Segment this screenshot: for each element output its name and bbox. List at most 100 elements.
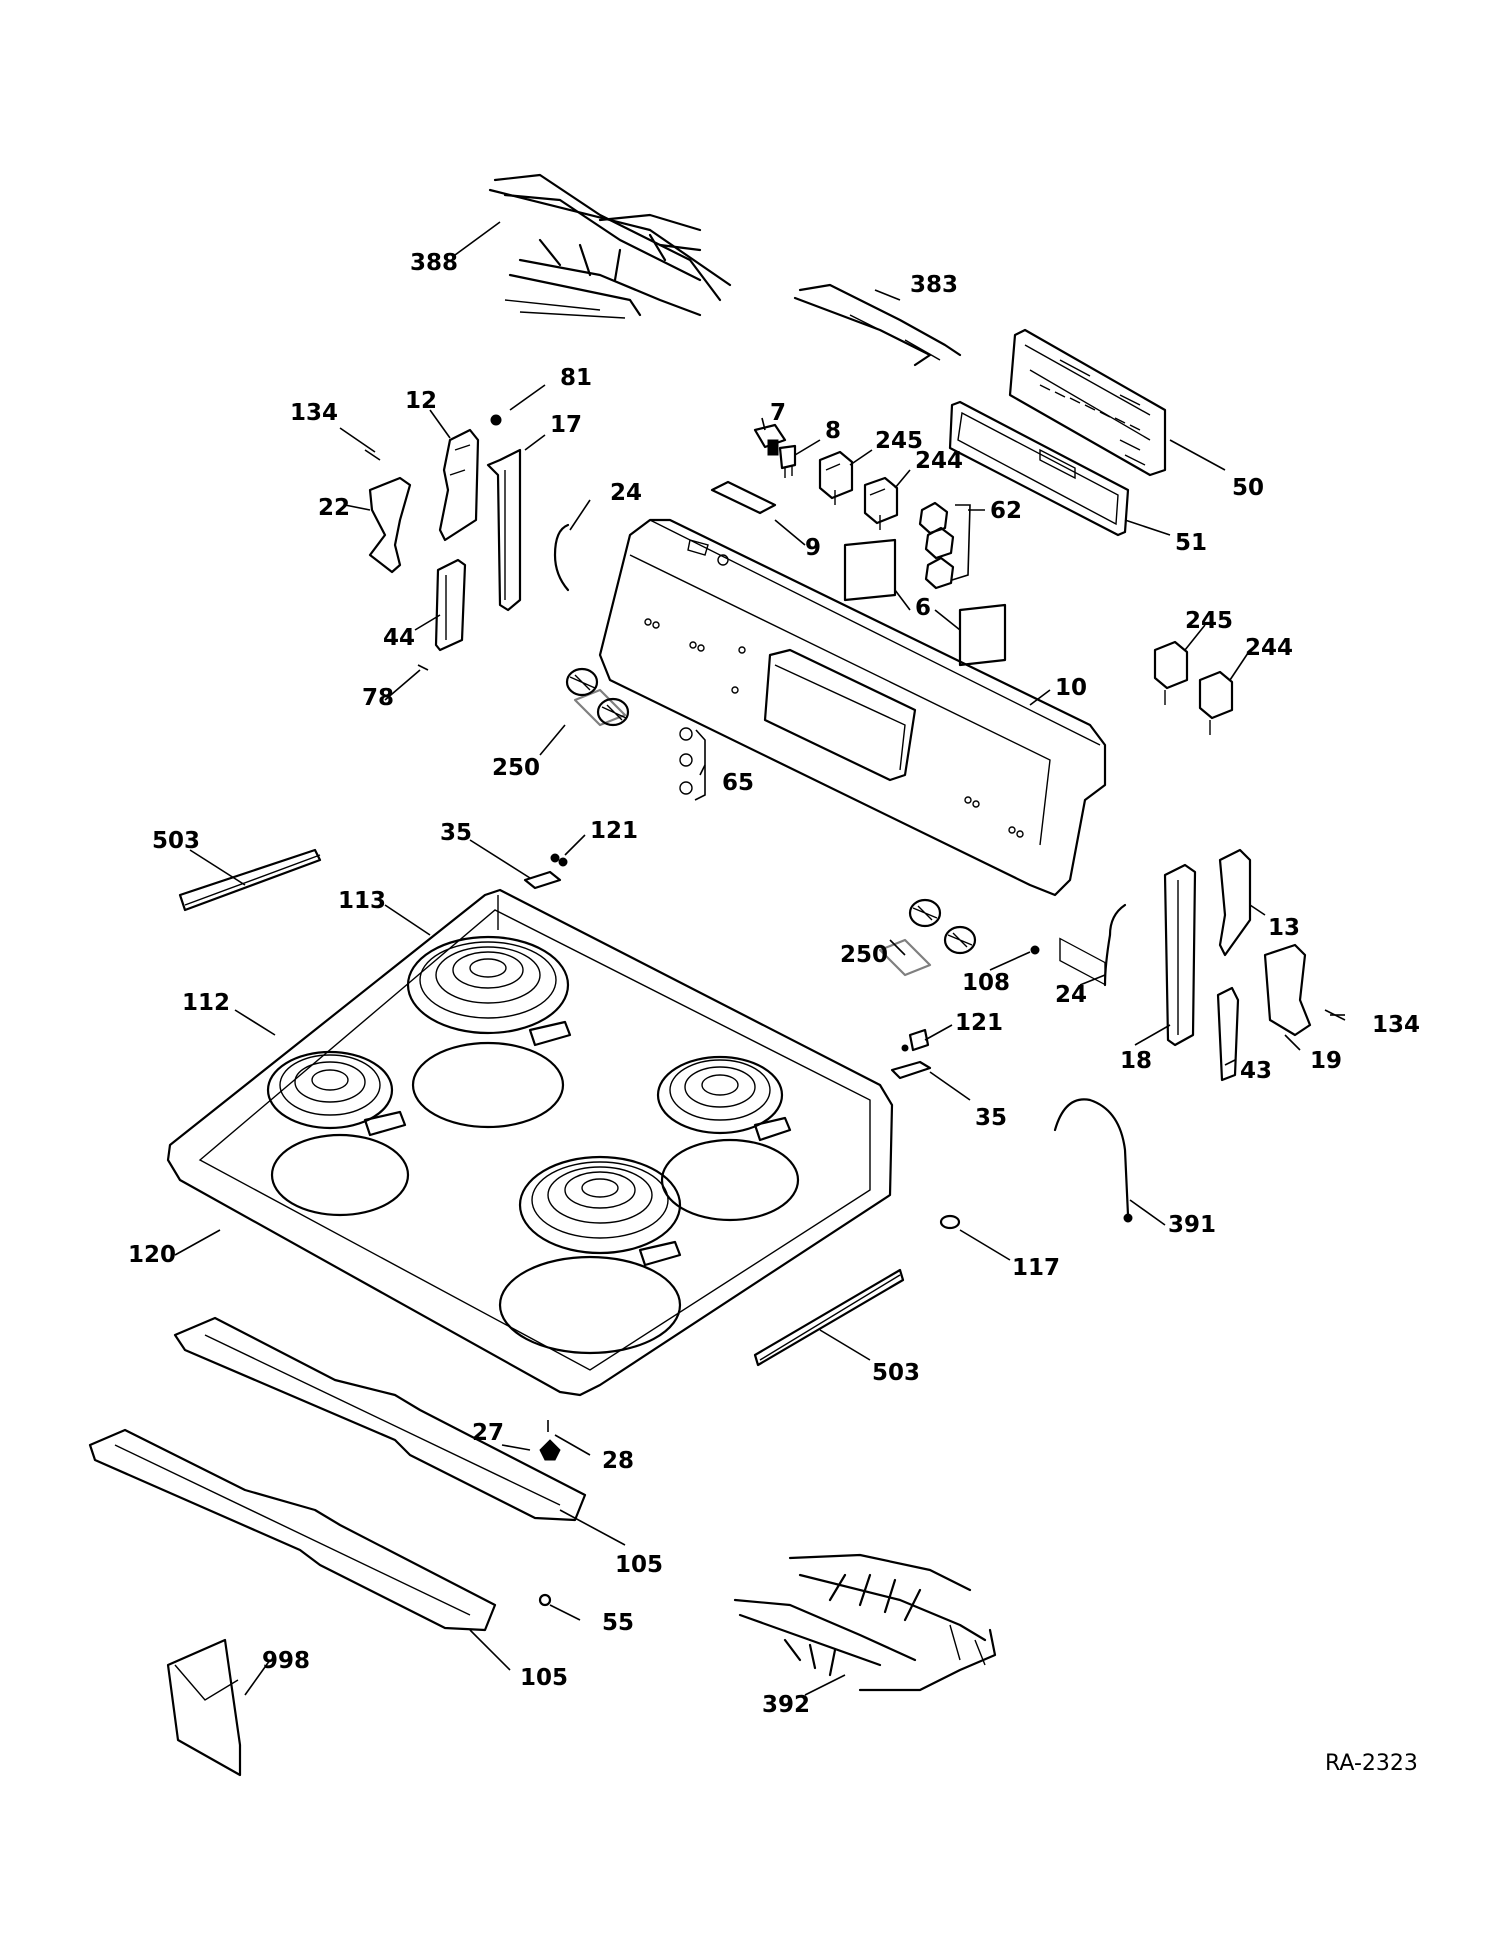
part-250-knobs-lower <box>878 898 977 977</box>
callout-7: 7 <box>770 400 786 426</box>
callout-55: 55 <box>602 1610 634 1636</box>
part-503-channel-right <box>753 1268 905 1367</box>
callout-13: 13 <box>1268 915 1300 941</box>
callout-35: 35 <box>975 1105 1007 1131</box>
callout-43: 43 <box>1240 1058 1272 1084</box>
part-44-bracket <box>434 558 467 652</box>
callout-113: 113 <box>338 888 386 914</box>
callout-65: 65 <box>722 770 754 796</box>
callout-105: 105 <box>520 1665 568 1691</box>
callout-503: 503 <box>872 1360 920 1386</box>
part-35-bracket-upper <box>523 870 562 890</box>
callout-81: 81 <box>560 365 592 391</box>
callout-labels: 388 383 134 12 81 17 7 8 245 244 50 22 2… <box>128 250 1420 1718</box>
callout-24: 24 <box>1055 982 1087 1008</box>
callout-44: 44 <box>383 625 415 651</box>
part-43-bracket <box>1216 986 1240 1082</box>
part-245-infinite-switch-right <box>1153 640 1189 705</box>
callout-78: 78 <box>362 685 394 711</box>
callout-51: 51 <box>1175 530 1207 556</box>
callout-9: 9 <box>805 535 821 561</box>
part-78-screw <box>417 664 429 671</box>
callout-120: 120 <box>128 1242 176 1268</box>
part-113-large-burner <box>406 935 572 1129</box>
callout-245: 245 <box>1185 608 1233 634</box>
callout-50: 50 <box>1232 475 1264 501</box>
part-burner-right-front <box>498 1155 682 1355</box>
callout-392: 392 <box>762 1692 810 1718</box>
callout-134: 134 <box>290 400 338 426</box>
part-245-infinite-switch <box>818 450 854 505</box>
part-50-control-board <box>1008 328 1167 986</box>
callout-250: 250 <box>492 755 540 781</box>
part-7-switch <box>753 423 787 456</box>
callout-245: 245 <box>875 428 923 454</box>
callout-112: 112 <box>182 990 230 1016</box>
callout-121: 121 <box>590 818 638 844</box>
callout-24: 24 <box>610 480 642 506</box>
callout-250: 250 <box>840 942 888 968</box>
part-24-wire-left <box>553 523 570 592</box>
callout-19: 19 <box>1310 1048 1342 1074</box>
callout-22: 22 <box>318 495 350 521</box>
callout-28: 28 <box>602 1448 634 1474</box>
part-8-switch <box>778 444 797 478</box>
part-112-small-burner <box>266 1050 410 1217</box>
callout-121: 121 <box>955 1010 1003 1036</box>
callout-391: 391 <box>1168 1212 1216 1238</box>
part-121-screws-upper <box>550 853 568 867</box>
part-19-end-cap <box>1263 943 1312 1037</box>
part-120-cooktop <box>166 888 894 1397</box>
callout-998: 998 <box>262 1648 310 1674</box>
part-244-infinite-switch <box>863 476 899 530</box>
callout-388: 388 <box>410 250 458 276</box>
part-105-rail-upper <box>173 1316 587 1522</box>
part-392-wire-harness <box>733 1553 997 1692</box>
part-121-screws-lower <box>901 1028 930 1052</box>
part-12-side-trim <box>438 428 480 542</box>
callout-383: 383 <box>910 272 958 298</box>
callout-244: 244 <box>915 448 963 474</box>
part-250-knobs-upper <box>565 667 630 727</box>
part-22-end-cap <box>368 476 412 574</box>
callout-35: 35 <box>440 820 472 846</box>
callout-105: 105 <box>615 1552 663 1578</box>
part-383-wire-harness <box>793 283 962 367</box>
part-62-relays <box>918 501 971 590</box>
part-503-channel-left <box>178 848 322 912</box>
part-17-bracket <box>486 448 522 612</box>
part-388-wire-harness <box>488 173 732 319</box>
part-105-rail-lower <box>88 1428 497 1632</box>
callout-17: 17 <box>550 412 582 438</box>
callout-117: 117 <box>1012 1255 1060 1281</box>
diagram-reference: RA-2323 <box>1325 1751 1418 1776</box>
part-108-clip <box>1030 945 1040 955</box>
callout-8: 8 <box>825 418 841 444</box>
part-134-screw-left <box>364 449 381 461</box>
part-18-bracket <box>1163 863 1197 1047</box>
part-391-wire <box>1053 1098 1133 1223</box>
part-24-wire-right <box>1103 903 1127 987</box>
part-117-leg-leveler <box>939 1214 961 1230</box>
part-6-wiring-diagram-sheets <box>843 538 1007 667</box>
part-27-screw <box>539 1439 561 1461</box>
callout-503: 503 <box>152 828 200 854</box>
callout-108: 108 <box>962 970 1010 996</box>
callout-18: 18 <box>1120 1048 1152 1074</box>
part-35-bracket-lower <box>890 1060 932 1080</box>
callout-27: 27 <box>472 1420 504 1446</box>
part-244-infinite-switch-right <box>1198 670 1234 735</box>
callout-10: 10 <box>1055 675 1087 701</box>
callout-134: 134 <box>1372 1012 1420 1038</box>
part-81-screw <box>490 414 502 426</box>
part-51-display-window <box>948 400 1130 537</box>
part-10-control-panel <box>598 518 1107 897</box>
part-998-manual <box>166 1638 242 1777</box>
leader-lines <box>174 221 1345 1696</box>
part-9-label <box>710 480 777 515</box>
callout-62: 62 <box>990 498 1022 524</box>
callout-12: 12 <box>405 388 437 414</box>
part-burner-right-rear <box>656 1055 800 1222</box>
callout-6: 6 <box>915 595 931 621</box>
